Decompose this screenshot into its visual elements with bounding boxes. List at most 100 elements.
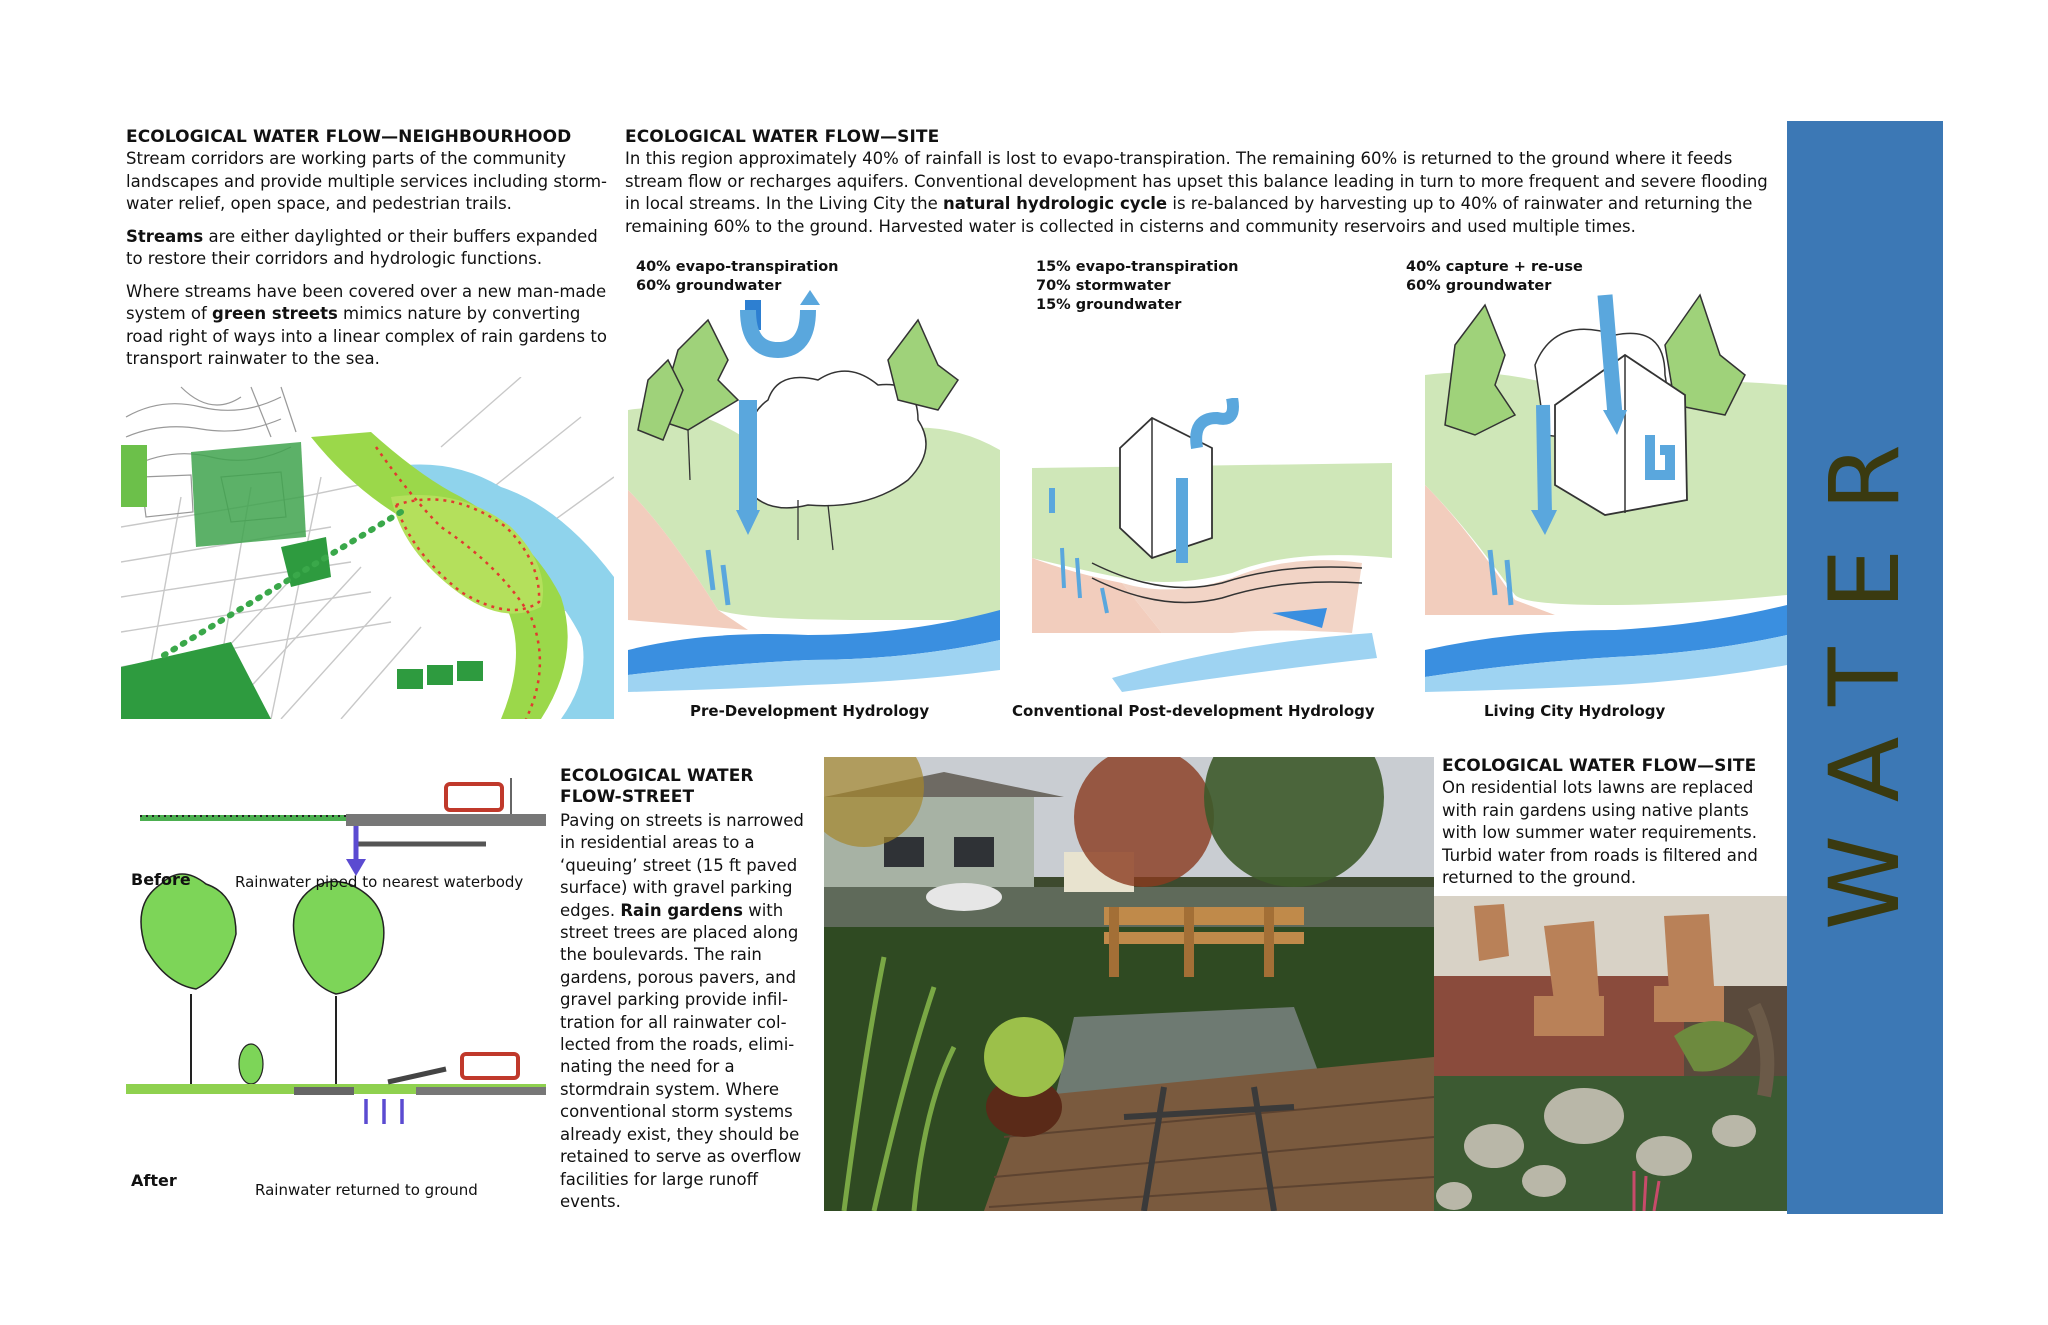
trail-red-1 <box>374 446 542 719</box>
fern <box>1674 1021 1754 1072</box>
post-line-1: 15% evapo-transpiration <box>1036 259 1239 275</box>
deck-boards <box>988 1096 1434 1208</box>
porch-photo <box>1434 896 1787 1211</box>
living-line-1: 40% capture + re-use <box>1406 259 1583 275</box>
neighbourhood-section: ECOLOGICAL WATER FLOW—NEIGHBOURHOOD Stre… <box>126 127 614 371</box>
rain-garden-photo <box>824 757 1434 1211</box>
park-block <box>191 442 306 547</box>
driftwood <box>1747 1002 1775 1098</box>
trail-red-loop <box>394 498 541 612</box>
street-title-line-2: FLOW-STREET <box>560 787 695 807</box>
autumn-tree <box>824 757 924 847</box>
living-line-2: 60% groundwater <box>1406 278 1552 294</box>
site-paragraph: In this region approximately 40% of rain… <box>625 148 1775 238</box>
shrub <box>238 1043 264 1085</box>
adirondack-chairs <box>1474 904 1724 1036</box>
patio-chair <box>1123 1086 1295 1211</box>
stream-water <box>1425 605 1787 677</box>
post-development-diagram <box>1032 398 1392 692</box>
pre-development-diagram <box>628 290 1000 692</box>
site-text-bold: natural hydrologic cycle <box>943 194 1168 213</box>
garden-plot-2 <box>427 665 453 685</box>
after-label: After <box>131 1171 177 1190</box>
pre-development-percentages: 40% evapo-transpiration 60% groundwater <box>636 258 838 296</box>
after-section <box>126 873 546 1124</box>
living-city-caption: Living City Hydrology <box>1484 702 1666 720</box>
house <box>1119 416 1213 560</box>
stream-shallows <box>1425 635 1787 692</box>
before-section <box>140 778 546 876</box>
neighbourhood-paragraph-3: Where streams have been covered over a n… <box>126 281 614 371</box>
wetland-park <box>391 495 543 614</box>
before-car <box>444 782 504 812</box>
water-title: WATER <box>1809 405 1921 930</box>
neighbourhood-title: ECOLOGICAL WATER FLOW—NEIGHBOURHOOD <box>126 127 572 147</box>
post-line-2: 70% stormwater <box>1036 278 1171 294</box>
green-streets-bold: green streets <box>212 304 338 323</box>
capture-reuse-arrow <box>1645 435 1675 480</box>
rainfall-arrowhead <box>1603 410 1627 435</box>
street-section: ECOLOGICAL WATER FLOW-STREET Paving on s… <box>560 766 820 1213</box>
green-streets-start: Where streams have been covered over a n… <box>126 281 607 324</box>
before-pavement <box>346 814 546 826</box>
site-text-rest: is re-balanced by harvesting up to 40% o… <box>625 194 1753 236</box>
potted-plant <box>984 1017 1064 1097</box>
site2-section: ECOLOGICAL WATER FLOW—SITE On residentia… <box>1442 756 1767 890</box>
site2-title: ECOLOGICAL WATER FLOW—SITE <box>1442 756 1757 776</box>
wooden-deck <box>984 1057 1434 1211</box>
runoff-arrow <box>387 1066 447 1085</box>
evapo-arrow <box>740 309 816 359</box>
tree-trunks <box>687 429 834 551</box>
tree-2-canopy <box>292 880 385 995</box>
street-text-bold: Rain gardens <box>620 900 743 920</box>
before-caption: Rainwater piped to nearest waterbody <box>235 873 524 891</box>
neighbourhood-paragraph-1: Stream corridors are working parts of th… <box>126 149 608 213</box>
red-maple <box>1074 757 1214 887</box>
streams-bold: Streams <box>126 226 204 246</box>
green-street-path <box>158 509 404 660</box>
stream-water <box>628 610 1000 675</box>
evergreen-tree <box>1204 757 1384 887</box>
post-development-percentages: 15% evapo-transpiration 70% stormwater 1… <box>1036 258 1238 315</box>
street-text-start: Paving on streets is narrowed in residen… <box>560 811 804 920</box>
park-patch <box>121 445 147 507</box>
pre-line-2: 60% groundwater <box>636 278 782 294</box>
site-title: ECOLOGICAL WATER FLOW—SITE <box>625 127 940 147</box>
river-rocks <box>1436 1088 1756 1210</box>
waterbody <box>391 464 614 719</box>
groundwater-arrows <box>1060 547 1109 614</box>
drain-arrowhead <box>346 859 366 876</box>
soil-bank <box>628 490 748 630</box>
after-sidewalk <box>294 1087 354 1095</box>
stream <box>1112 633 1377 692</box>
site-text-start: In this region approximately 40% of rain… <box>625 149 1768 213</box>
stream-shallows <box>628 640 1000 692</box>
infiltration-arrows <box>364 1099 404 1124</box>
water-sidebar: WATER <box>1787 121 1943 1214</box>
street-section-diagram <box>126 778 546 1124</box>
wooden-bridge <box>1104 907 1304 977</box>
street-text-rest: with street trees are placed along the b… <box>560 900 802 1211</box>
after-road <box>416 1087 546 1095</box>
parked-car <box>926 883 1002 911</box>
street-title-line-1: ECOLOGICAL WATER <box>560 766 754 786</box>
house-window-1 <box>884 837 924 867</box>
forest-block <box>121 642 271 719</box>
living-city-percentages: 40% capture + re-use 60% groundwater <box>1406 258 1583 296</box>
site-section: ECOLOGICAL WATER FLOW—SITE In this regio… <box>625 127 1775 238</box>
rainfall-arrow <box>1597 294 1623 416</box>
post-development-caption: Conventional Post-development Hydrology <box>1012 702 1375 720</box>
site2-paragraph: On residential lots lawns are replaced w… <box>1442 778 1758 887</box>
rainfall-arrowhead <box>736 510 760 535</box>
green-streets-rest: mimics nature by converting road right o… <box>126 304 607 368</box>
soil-bank <box>1425 485 1555 615</box>
tree-1-canopy <box>140 873 237 990</box>
street-paragraph: Paving on streets is narrowed in residen… <box>560 810 820 1213</box>
neighbourhood-map <box>121 377 614 719</box>
neighbourhood-paragraph-2: Streams are either daylighted or their b… <box>126 226 614 271</box>
before-label: Before <box>131 870 191 889</box>
streams-rest: are either daylighted or their buffers e… <box>126 226 598 269</box>
groundwater-arrows <box>1487 549 1514 606</box>
evapo-arrowhead <box>800 290 820 305</box>
infiltration-arrowhead <box>1531 510 1557 535</box>
